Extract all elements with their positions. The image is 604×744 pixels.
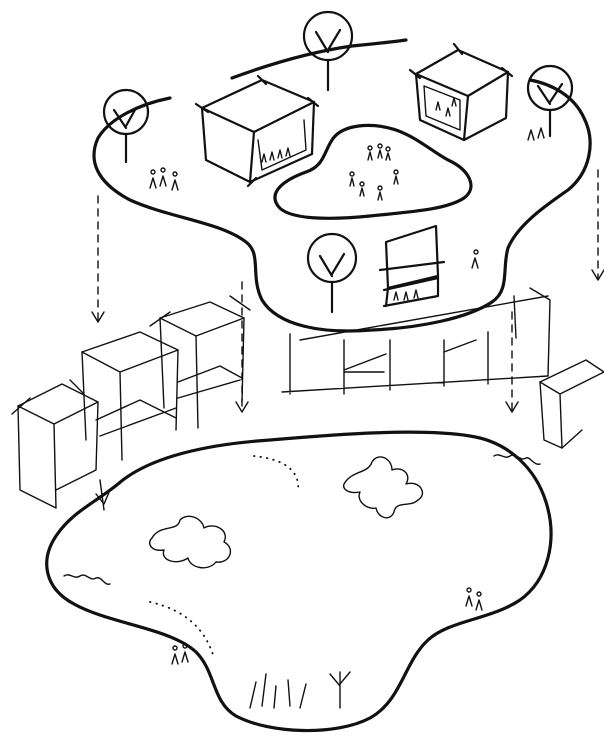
building-volumes-right [540, 360, 604, 448]
people-icon [466, 588, 482, 610]
people-icon [472, 250, 478, 268]
people-icon [150, 168, 178, 190]
shore-dots [254, 456, 298, 492]
inner-pond [275, 125, 471, 218]
upper-platform-outline [94, 80, 590, 331]
pond-people-icon [350, 144, 398, 200]
tree-icon [304, 12, 352, 90]
projection-lines [98, 170, 598, 410]
upper-platform [94, 12, 590, 331]
pavilion-left [196, 76, 318, 186]
building-volumes-center [282, 288, 550, 394]
projection-arrowheads [92, 270, 604, 412]
people-icon [528, 128, 544, 140]
pavilion-right [410, 44, 512, 140]
lower-platform [47, 432, 551, 730]
tree-icon [104, 90, 148, 162]
shrub-icon [150, 516, 231, 567]
people-icon [436, 98, 456, 116]
shrub-icon [344, 457, 423, 518]
shore-dots [150, 602, 214, 658]
pavilion-front [380, 226, 444, 306]
shrub-icon [494, 455, 540, 464]
shrub-icon [64, 575, 110, 584]
tree-icon [528, 66, 572, 136]
reeds-icon [96, 480, 350, 708]
lower-platform-outline [47, 432, 551, 730]
tree-icon [308, 234, 356, 312]
people-icon [172, 644, 188, 664]
